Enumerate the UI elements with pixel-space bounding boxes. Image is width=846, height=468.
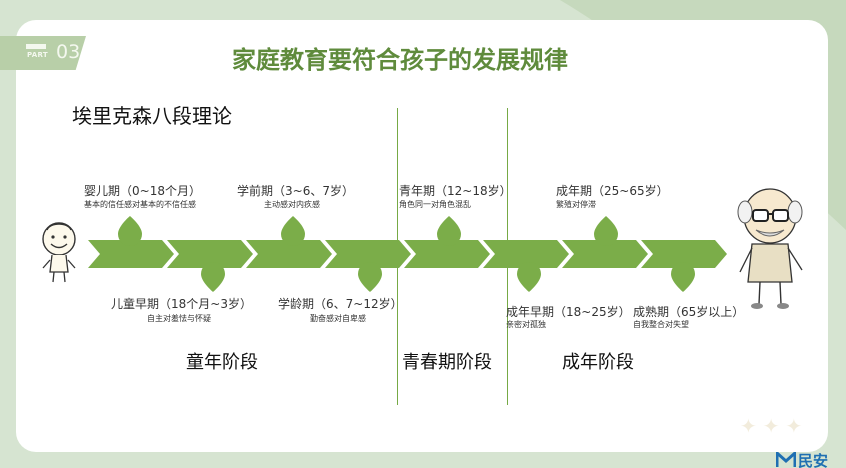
decorative-stars: ✦✦✦ [740,414,809,438]
teardrop-marker-icon [517,262,541,292]
phase-label-adolescence: 青春期阶段 [402,352,492,373]
teardrop-marker-icon [437,216,461,246]
stage-label: 成年早期（18~25岁） [506,305,631,319]
stage-label: 成年期（25~65岁） [556,184,669,198]
content-card [16,20,828,452]
stage-desc: 自主对羞怯与怀疑 [147,314,211,323]
stage-label: 青年期（12~18岁） [399,184,512,198]
stage-desc: 亲密对孤独 [506,320,546,329]
part-number: 03 [56,41,81,63]
chevron-arrow-icon [641,240,727,268]
part-word: PART [27,51,48,59]
chevron-arrow-icon [483,240,569,268]
stage-desc: 自我整合对失望 [633,320,689,329]
logo-text: 民安 [798,452,829,468]
chevron-arrow-icon [404,240,490,268]
page-title: 家庭教育要符合孩子的发展规律 [232,46,568,74]
stage-label: 儿童早期（18个月~3岁） [111,297,252,311]
teardrop-marker-icon [281,216,305,246]
chevron-arrow-icon [88,240,174,268]
brand-logo: 民安 [776,450,846,468]
phase-label-childhood: 童年阶段 [186,352,258,373]
chevron-arrow-icon [562,240,648,268]
teardrop-marker-icon [671,262,695,292]
stage-desc: 勤奋感对自卑感 [310,314,366,323]
stage-desc: 基本的信任感对基本的不信任感 [84,200,196,209]
stage-desc: 主动感对内疚感 [264,200,320,209]
teardrop-marker-icon [201,262,225,292]
phase-label-adulthood: 成年阶段 [562,352,634,373]
stage-label: 学龄期（6、7~12岁） [278,297,403,311]
stage-label: 婴儿期（0~18个月） [84,184,201,198]
theory-subtitle: 埃里克森八段理论 [72,104,232,128]
chevron-arrow-icon [246,240,332,268]
smiley-child-icon [42,222,76,283]
chevron-arrow-icon [325,240,411,268]
stage-label: 成熟期（65岁以上） [633,305,745,319]
stage-desc: 角色同一对角色混乱 [399,200,471,209]
logo-m-icon [776,452,796,467]
elderly-man-icon [737,188,803,309]
stage-desc: 繁殖对停滞 [556,200,596,209]
teardrop-marker-icon [358,262,382,292]
stage-label: 学前期（3~6、7岁） [237,184,354,198]
part-tag-bar [26,44,46,49]
teardrop-marker-icon [594,216,618,246]
part-tag [0,36,86,70]
teardrop-marker-icon [118,216,142,246]
chevron-arrow-icon [167,240,253,268]
